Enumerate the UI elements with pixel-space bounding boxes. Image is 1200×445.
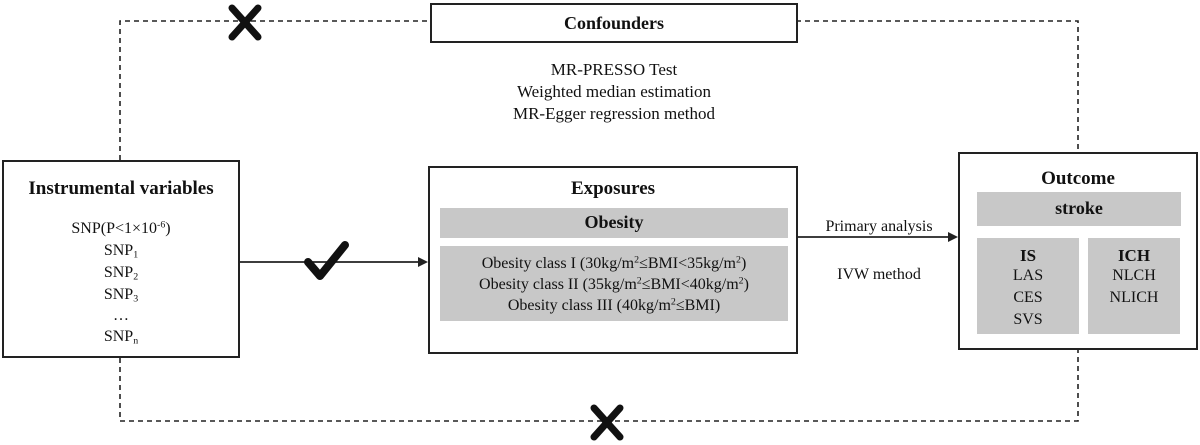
obesity-class-2: Obesity class II (35kg/m2≤BMI<40kg/m2) bbox=[479, 275, 749, 293]
cross-icon-top bbox=[228, 4, 262, 41]
instrumental-variables-box: Instrumental variables SNP(P<1×10-6) SNP… bbox=[2, 160, 240, 358]
method-mr-egger: MR-Egger regression method bbox=[512, 104, 716, 123]
is-item-las: LAS bbox=[1012, 267, 1044, 284]
outcome-title: Outcome bbox=[1041, 168, 1115, 189]
arrowhead-outcome bbox=[948, 232, 958, 242]
arrowhead-exposures bbox=[418, 257, 428, 267]
stroke-label: stroke bbox=[1055, 198, 1103, 218]
stroke-header: stroke bbox=[977, 192, 1181, 226]
ich-item-nlch: NLCH bbox=[1112, 267, 1156, 284]
is-item-svs: SVS bbox=[1013, 311, 1043, 328]
obesity-class-3: Obesity class III (40kg/m2≤BMI) bbox=[507, 296, 721, 314]
dashed-path-top-right bbox=[796, 20, 1079, 152]
snp-1: SNP1 bbox=[103, 242, 139, 261]
instrumental-variables-title: Instrumental variables bbox=[28, 178, 214, 199]
is-item-ces: CES bbox=[1013, 289, 1043, 306]
confounders-box: Confounders bbox=[430, 3, 798, 43]
dashed-path-top-left bbox=[119, 20, 432, 160]
obesity-classes-panel: Obesity class I (30kg/m2≤BMI<35kg/m2) Ob… bbox=[440, 246, 788, 321]
is-title: IS bbox=[1019, 246, 1037, 265]
obesity-label: Obesity bbox=[584, 212, 644, 232]
snp-threshold: SNP(P<1×10-6) bbox=[71, 219, 171, 237]
snp-3: SNP3 bbox=[103, 286, 139, 305]
ich-item-nlich: NLICH bbox=[1109, 289, 1159, 306]
snp-2: SNP2 bbox=[103, 264, 139, 283]
snp-ellipsis: … bbox=[113, 307, 129, 324]
primary-analysis-label: Primary analysis bbox=[825, 218, 933, 235]
confounders-title: Confounders bbox=[563, 13, 665, 33]
method-mr-presso: MR-PRESSO Test bbox=[550, 60, 678, 79]
ich-panel: ICH NLCH NLICH bbox=[1088, 238, 1180, 334]
ich-title: ICH bbox=[1117, 246, 1151, 265]
ivw-method-label: IVW method bbox=[837, 266, 921, 283]
outcome-box: Outcome stroke IS LAS CES SVS ICH NLCH N… bbox=[958, 152, 1198, 350]
exposures-title: Exposures bbox=[570, 178, 656, 199]
obesity-class-1: Obesity class I (30kg/m2≤BMI<35kg/m2) bbox=[481, 254, 747, 272]
exposures-box: Exposures Obesity Obesity class I (30kg/… bbox=[428, 166, 798, 354]
method-weighted-median: Weighted median estimation bbox=[516, 82, 712, 101]
snp-n: SNPn bbox=[103, 328, 139, 347]
cross-icon-bottom bbox=[590, 404, 624, 441]
check-icon bbox=[304, 241, 349, 280]
dashed-path-bottom bbox=[119, 350, 1079, 422]
obesity-header: Obesity bbox=[440, 208, 788, 238]
is-panel: IS LAS CES SVS bbox=[977, 238, 1079, 334]
